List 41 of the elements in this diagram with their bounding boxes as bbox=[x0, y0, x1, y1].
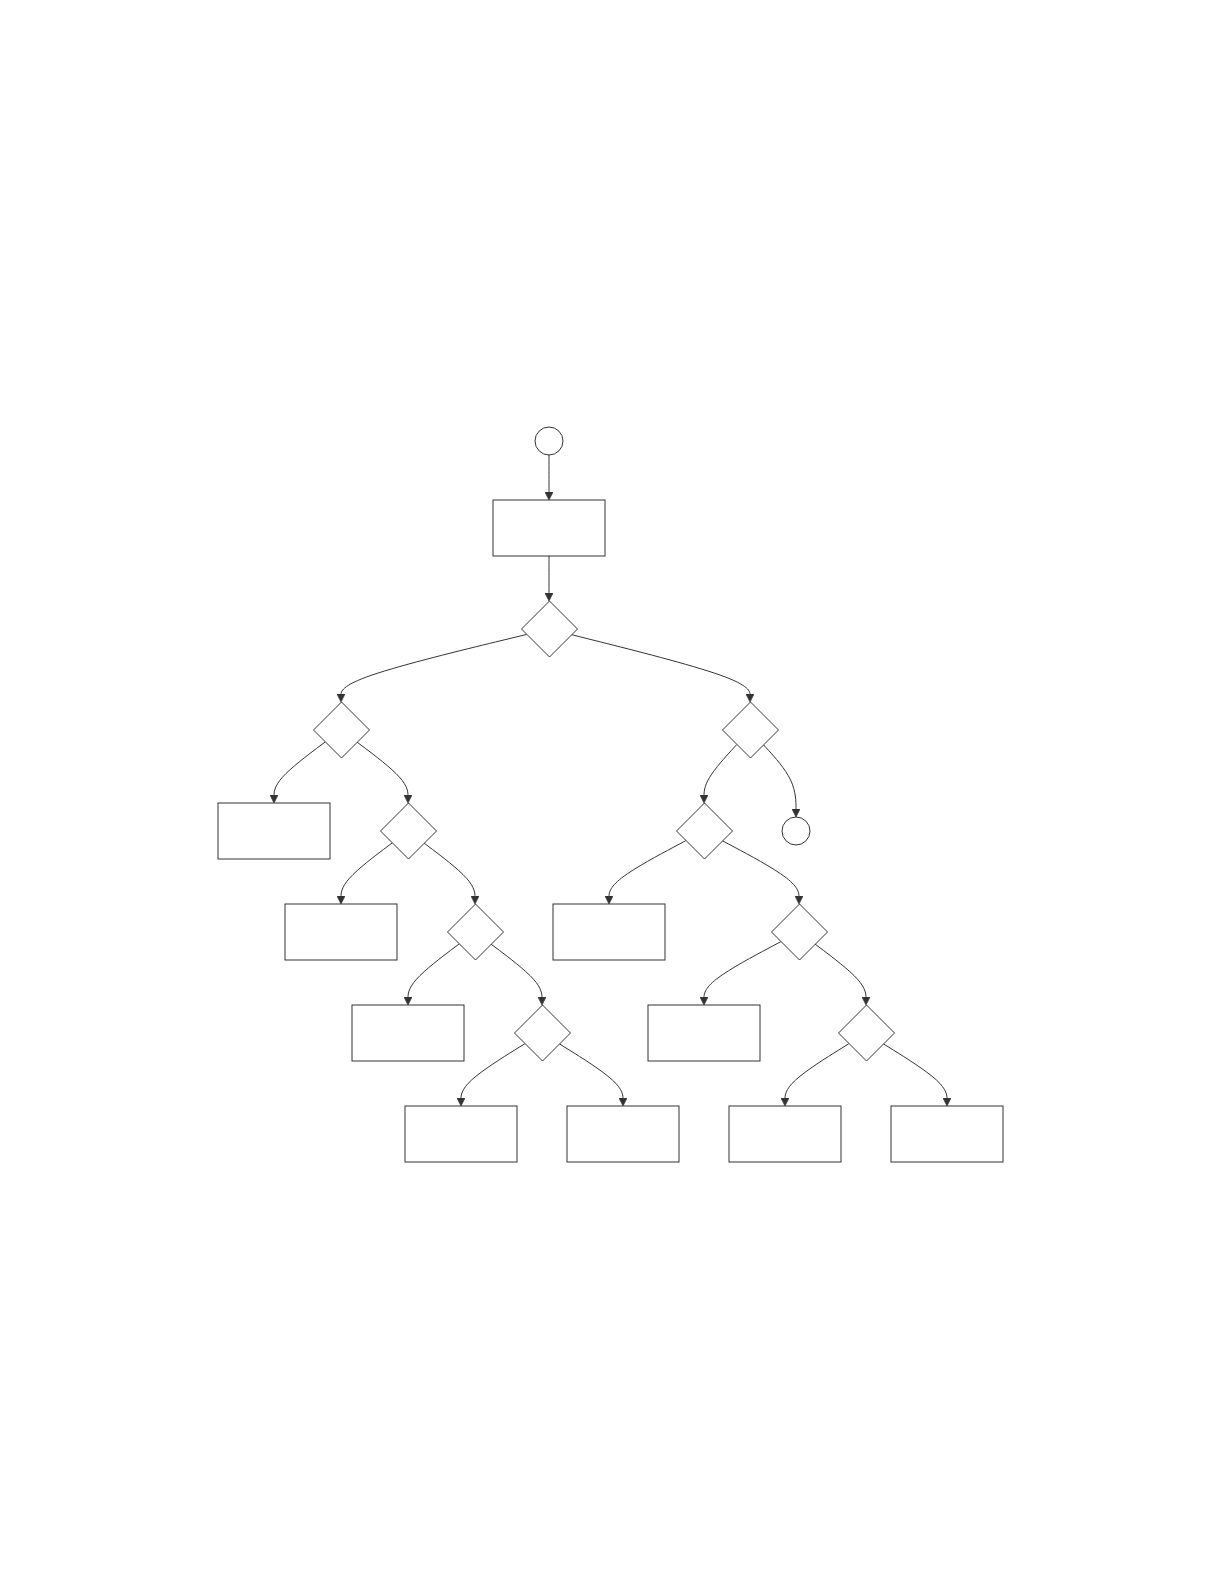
node-box bbox=[351, 1004, 464, 1061]
arrow bbox=[403, 943, 460, 1005]
arrow bbox=[762, 743, 800, 817]
node-box bbox=[647, 1004, 760, 1061]
node-box bbox=[492, 499, 605, 556]
node-box bbox=[728, 1105, 841, 1162]
arrow bbox=[456, 1042, 525, 1106]
arrow bbox=[604, 839, 686, 904]
node-box bbox=[552, 903, 665, 960]
node-diamond bbox=[379, 802, 437, 859]
arrow bbox=[699, 940, 781, 1005]
node-diamond bbox=[837, 1004, 895, 1061]
node-diamond bbox=[721, 701, 779, 758]
arrow bbox=[570, 633, 754, 702]
node-circle bbox=[534, 426, 563, 455]
node-circle bbox=[781, 816, 810, 845]
arrow bbox=[489, 943, 546, 1005]
arrow bbox=[558, 1042, 627, 1106]
arrow bbox=[422, 842, 479, 904]
arrow bbox=[699, 743, 737, 803]
node-box bbox=[217, 802, 330, 859]
arrow bbox=[882, 1042, 951, 1106]
arrow bbox=[269, 741, 326, 803]
node-box bbox=[566, 1105, 679, 1162]
node-diamond bbox=[770, 903, 828, 960]
node-diamond bbox=[513, 1004, 571, 1061]
node-diamond bbox=[446, 903, 504, 960]
arrow bbox=[544, 454, 553, 500]
node-diamond bbox=[675, 802, 733, 859]
arrow bbox=[355, 741, 412, 803]
arrow bbox=[721, 839, 803, 904]
node-box bbox=[890, 1105, 1003, 1162]
arrow bbox=[336, 633, 527, 702]
arrow bbox=[813, 943, 870, 1005]
node-diamond bbox=[312, 701, 370, 758]
node-box bbox=[284, 903, 397, 960]
node-box bbox=[404, 1105, 517, 1162]
node-diamond bbox=[520, 600, 578, 657]
arrow bbox=[336, 842, 393, 904]
arrow bbox=[780, 1042, 849, 1106]
arrow bbox=[544, 555, 553, 601]
